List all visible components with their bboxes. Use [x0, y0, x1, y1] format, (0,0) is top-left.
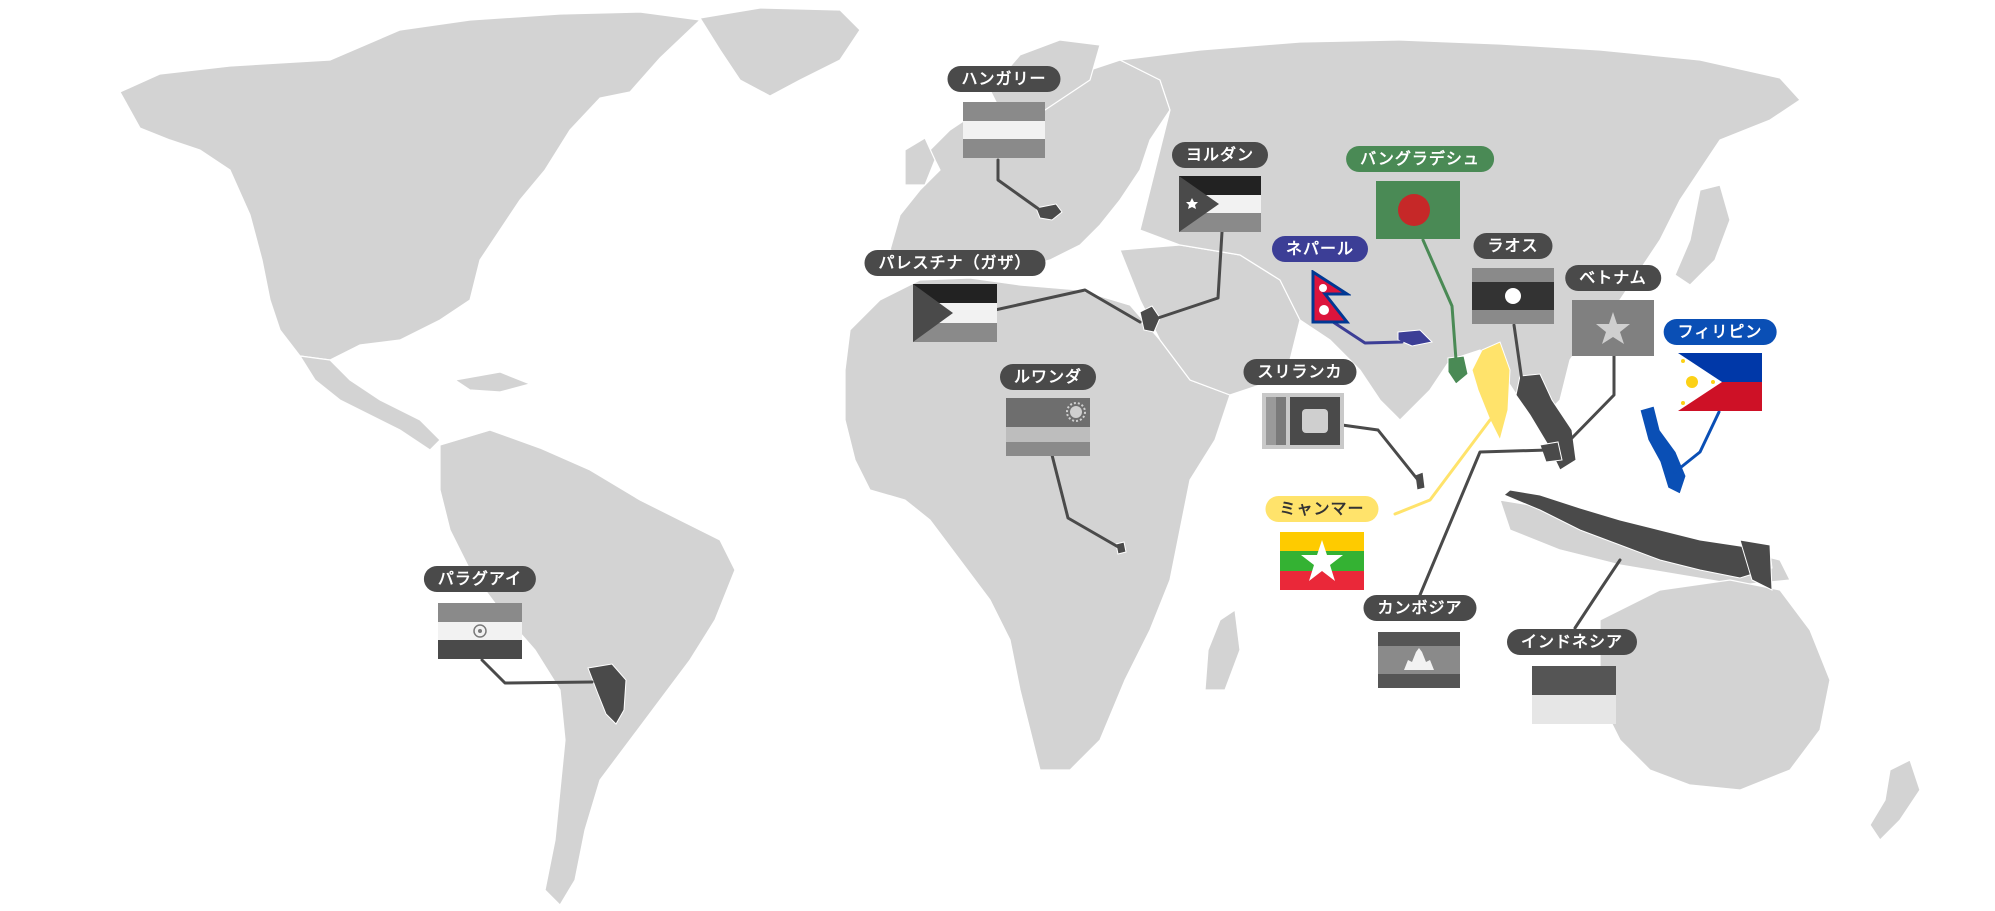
bangladesh-connector	[1421, 238, 1458, 362]
flag-laos	[1472, 268, 1554, 324]
star-icon	[1301, 540, 1343, 581]
star-icon	[1596, 312, 1630, 344]
label-philippines: フィリピン	[1663, 319, 1777, 345]
flag-paraguay	[438, 603, 522, 659]
sun-icon	[1686, 376, 1698, 388]
flag-nepal	[1311, 270, 1351, 324]
hungary-shape	[1035, 203, 1063, 221]
emblem-icon	[473, 624, 487, 638]
japan	[1674, 184, 1731, 286]
jordan-connector	[1150, 230, 1224, 322]
label-rwanda: ルワンダ	[999, 364, 1097, 390]
label-paraguay: パラグアイ	[423, 566, 537, 592]
myanmar-connector	[1393, 418, 1492, 516]
flag-bangladesh	[1376, 181, 1460, 239]
label-myanmar: ミャンマー	[1265, 496, 1379, 522]
label-nepal: ネパール	[1271, 236, 1369, 262]
flag-vietnam	[1572, 300, 1654, 356]
label-indonesia: インドネシア	[1506, 629, 1638, 655]
circle-icon	[1505, 288, 1521, 304]
myanmar-shape	[1471, 341, 1511, 442]
vietnam-connector	[1568, 354, 1616, 442]
cambodia-shape	[1539, 441, 1563, 463]
flag-rwanda	[1006, 398, 1090, 456]
nepal-shape	[1397, 329, 1434, 347]
lion-icon	[1302, 409, 1328, 433]
label-palestine: パレスチナ（ガザ）	[864, 250, 1046, 276]
flag-myanmar	[1280, 532, 1364, 590]
australia	[1599, 579, 1831, 791]
paraguay-connector	[480, 658, 594, 685]
laos-vietnam-shape	[1515, 373, 1577, 471]
paraguay-shape	[587, 663, 627, 725]
sri-lanka-shape	[1414, 471, 1426, 491]
bangladesh-shape	[1447, 355, 1469, 385]
rwanda-connector	[1050, 453, 1122, 550]
label-cambodia: カンボジア	[1363, 595, 1477, 621]
greenland	[699, 7, 861, 97]
new-guinea-shape	[1739, 539, 1773, 591]
nepal-connector	[1328, 318, 1404, 345]
sri-lanka-connector	[1340, 423, 1420, 482]
star-icon	[1186, 198, 1198, 209]
flag-cambodia	[1378, 632, 1460, 688]
south-america	[439, 429, 736, 906]
label-bangladesh: バングラデシュ	[1346, 146, 1494, 172]
moon-icon	[1319, 284, 1327, 292]
palestine-jordan-shape	[1139, 305, 1161, 333]
label-vietnam: ベトナム	[1565, 265, 1661, 291]
philippines-connector	[1673, 410, 1721, 474]
palestine-connector	[993, 288, 1142, 324]
flag-sri-lanka	[1262, 393, 1344, 449]
philippines-shape	[1639, 405, 1687, 495]
flag-hungary	[963, 102, 1045, 158]
connector-lines	[480, 158, 1721, 685]
flag-palestine	[913, 284, 997, 342]
label-sri-lanka: スリランカ	[1243, 359, 1357, 385]
britain	[904, 137, 936, 186]
laos-connector	[1512, 323, 1526, 397]
label-jordan: ヨルダン	[1171, 142, 1269, 168]
star-icon	[1711, 380, 1715, 384]
hungary-connector	[996, 158, 1042, 212]
central-america	[298, 355, 441, 451]
cambodia-connector	[1418, 448, 1550, 597]
temple-icon	[1404, 648, 1434, 670]
caribbean	[453, 371, 532, 393]
madagascar	[1204, 608, 1241, 691]
label-hungary: ハンガリー	[947, 66, 1061, 92]
flag-indonesia	[1532, 666, 1616, 724]
flag-philippines	[1678, 353, 1762, 411]
flag-jordan	[1179, 176, 1261, 232]
indonesia-connector	[1573, 558, 1622, 630]
sun-icon	[1319, 305, 1329, 315]
red-disc-icon	[1398, 194, 1430, 226]
north-america	[119, 11, 702, 361]
new-zealand	[1869, 759, 1921, 841]
sun-icon	[1066, 402, 1086, 422]
label-laos: ラオス	[1473, 233, 1553, 259]
star-icon	[1681, 359, 1685, 363]
star-icon	[1681, 401, 1685, 405]
